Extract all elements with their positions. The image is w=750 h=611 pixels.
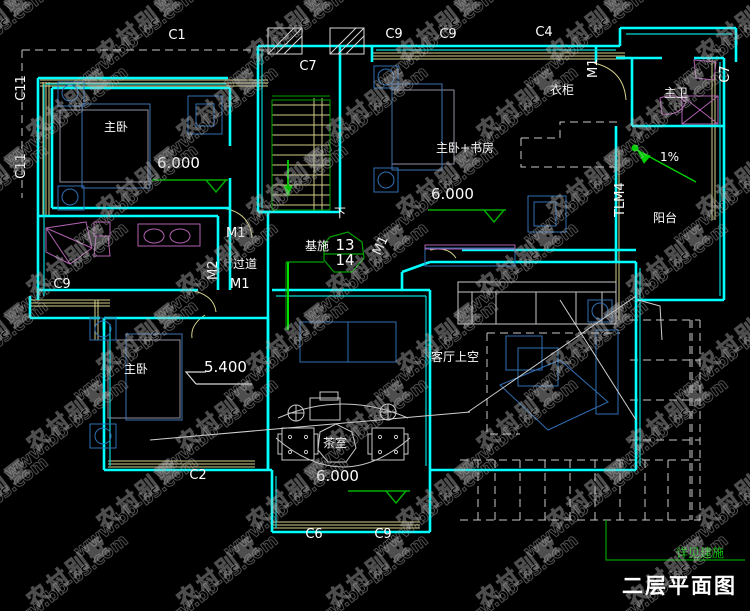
- column-hatch-blocks: [267, 27, 365, 55]
- elevation-label-ele-3: 5.400: [204, 358, 247, 376]
- room-label-zhuwo-top: 主卧: [104, 120, 128, 134]
- elevation-symbol-group: [152, 179, 506, 505]
- bathroom-fixtures-master: [659, 59, 719, 125]
- slope-indicator: [631, 144, 697, 183]
- window-tag-c9-t1: C9: [385, 27, 402, 42]
- window-tag-c4: C4: [535, 25, 552, 40]
- room-label-yangtai: 阳台: [653, 210, 677, 225]
- window-tag-c6: C6: [305, 527, 322, 542]
- window-tag-c9-t2: C9: [439, 27, 456, 42]
- elevation-label-group: 6.000 6.000 5.400 6.000: [157, 154, 474, 485]
- dashed-reference-lines: [21, 49, 701, 521]
- door-tag-m2-corridor: M2: [206, 261, 221, 281]
- elevation-label-ele-2: 6.000: [431, 185, 474, 203]
- door-tag-m1-corridor-a: M1: [226, 226, 246, 241]
- room-label-zhuwo-study: 主卧+书房: [436, 140, 494, 155]
- annotation-jishi: 基施: [305, 239, 329, 253]
- room-label-kting: 客厅上空: [431, 349, 479, 364]
- room-label-yigui: 衣柜: [550, 82, 574, 97]
- detail-note-text: 详见建施: [676, 545, 724, 560]
- elevation-label-ele-1: 6.000: [157, 154, 200, 172]
- sanitary-fixtures-left: [45, 221, 201, 265]
- green-note-group: 详见建施: [676, 545, 724, 560]
- annotation-detail-cloud-bottom: 14: [335, 251, 354, 269]
- door-tag-m1-top-right: M1: [586, 59, 601, 79]
- annotation-stair-down: 下: [334, 206, 346, 220]
- window-tag-c9-left: C9: [53, 277, 70, 292]
- annotation-detail-cloud-top: 13: [335, 236, 354, 254]
- room-label-zhuwo-bot: 主卧: [124, 362, 148, 376]
- room-label-group: 主卧主卧+书房衣柜主卫阳台过道客厅上空主卧茶室: [104, 82, 688, 450]
- window-tag-c2: C2: [189, 468, 206, 483]
- window-tag-c11-b: C11: [14, 153, 29, 179]
- elevation-symbol-white: [184, 371, 252, 385]
- room-label-guodao: 过道: [233, 257, 257, 271]
- bed-top-left: [57, 81, 223, 211]
- door-tag-m1-center: M1: [370, 234, 392, 258]
- bed-top-right: [373, 65, 567, 267]
- window-tag-c11-a: C11: [14, 75, 29, 101]
- wall-outline-group: [28, 26, 738, 534]
- tea-room-furniture: [275, 321, 411, 468]
- detail-reference-cloud: [286, 231, 365, 273]
- door-tag-m1-corridor-b: M1: [230, 277, 250, 292]
- detail-note-leader: [605, 520, 745, 561]
- window-tag-c7-right: C7: [718, 65, 733, 82]
- window-tag-c9-bot: C9: [374, 527, 391, 542]
- window-glazing-group: [30, 52, 716, 529]
- bed-bottom-left: [89, 317, 183, 449]
- room-label-chashi: 茶室: [323, 435, 347, 450]
- window-tag-c1: C1: [168, 28, 185, 43]
- annotation-slope: 1%: [660, 150, 679, 164]
- drawing-title: 二层平面图: [622, 574, 737, 598]
- door-tag-tlm4-balcony: TLM4: [613, 182, 628, 218]
- sofa-living-room: [457, 281, 619, 431]
- elevation-label-ele-4: 6.000: [316, 467, 359, 485]
- window-tag-c7-top: C7: [299, 59, 316, 74]
- room-label-zhuwei: 主卫: [664, 86, 688, 100]
- misc-thin-lines: [149, 295, 663, 441]
- wall-inner-lines: [43, 33, 732, 528]
- stair-green-outline: [272, 95, 330, 330]
- stair-direction-arrow: [271, 99, 331, 211]
